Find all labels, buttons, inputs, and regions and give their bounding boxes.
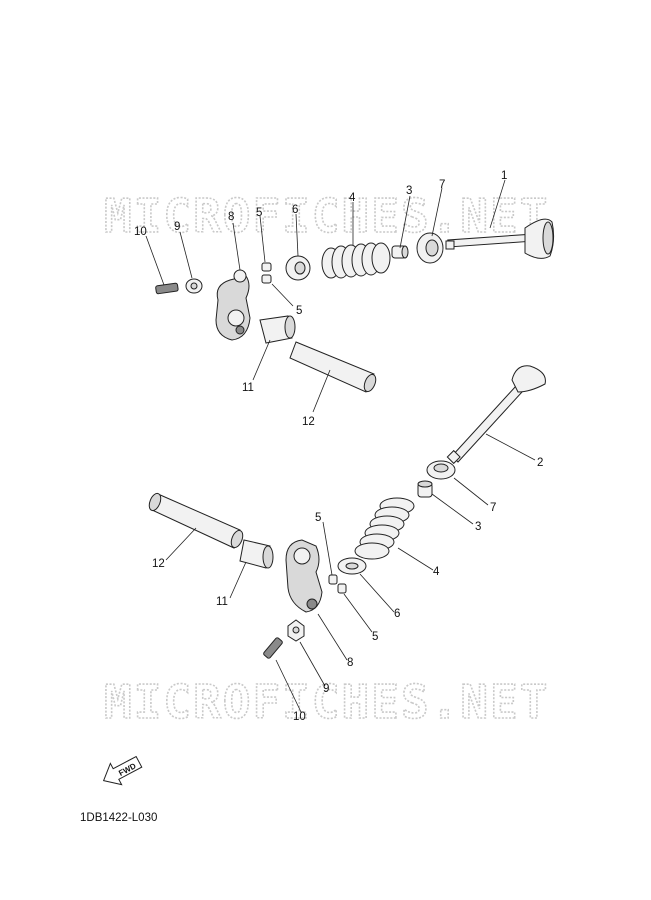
watermark-bottom: MICROFICHES.NET <box>104 675 549 729</box>
callout-top-1: 1 <box>501 170 507 182</box>
callout-bottom-5a: 5 <box>315 512 321 524</box>
stem-seal-bottom <box>417 480 433 498</box>
callout-top-3: 3 <box>406 185 412 197</box>
rocker-shaft-top <box>289 341 377 393</box>
callout-bottom-7: 7 <box>490 502 496 514</box>
callout-top-6: 6 <box>292 204 298 216</box>
callout-bottom-2: 2 <box>537 457 543 469</box>
callout-bottom-12: 12 <box>152 558 165 570</box>
callout-top-5a: 5 <box>256 207 262 219</box>
adjusting-screw-bottom <box>263 637 283 659</box>
callout-bottom-10: 10 <box>293 711 306 723</box>
valve-top <box>445 218 555 259</box>
callout-bottom-11: 11 <box>216 596 228 608</box>
rocker-arm-bottom <box>285 539 323 613</box>
rocker-shaft-bottom <box>148 492 244 549</box>
callout-bottom-5b: 5 <box>372 631 378 643</box>
callout-bottom-9: 9 <box>323 683 329 695</box>
diagram-reference-code: 1DB1422-L030 <box>80 812 158 824</box>
spring-retainer-top <box>416 232 444 264</box>
rocker-arm-top <box>215 269 251 341</box>
valve-spring-top <box>321 242 391 279</box>
rocker-shaft-bushing-bottom <box>239 539 274 569</box>
top-assembly: 1 3 7 4 6 5 5 8 9 10 11 12 <box>134 170 555 428</box>
rocker-shaft-bushing-top <box>259 315 296 344</box>
valve-cotters-top <box>261 262 272 284</box>
callout-bottom-6: 6 <box>394 608 400 620</box>
callout-bottom-8: 8 <box>347 657 353 669</box>
adjusting-screw-top <box>155 282 179 295</box>
callout-top-12: 12 <box>302 416 315 428</box>
spring-seat-bottom <box>337 557 367 575</box>
spring-retainer-bottom <box>426 460 456 480</box>
spring-seat-top <box>285 255 311 281</box>
valve-spring-bottom <box>354 497 415 560</box>
valve-cotters-bottom <box>328 574 347 594</box>
locknut-top <box>185 278 203 294</box>
callout-top-9: 9 <box>174 221 180 233</box>
callout-top-11: 11 <box>242 382 254 394</box>
callout-top-10: 10 <box>134 226 147 238</box>
stem-seal-top <box>391 245 409 259</box>
callout-top-5b: 5 <box>296 305 302 317</box>
callout-top-7: 7 <box>439 179 445 191</box>
locknut-bottom <box>287 619 305 642</box>
callout-top-8: 8 <box>228 211 234 223</box>
callout-bottom-4: 4 <box>433 566 440 578</box>
callout-top-4: 4 <box>349 192 356 204</box>
fwd-arrow-icon: FWD <box>102 755 143 786</box>
watermark-top: MICROFICHES.NET <box>104 189 549 243</box>
valve-bottom <box>446 365 546 465</box>
callout-bottom-3: 3 <box>475 521 481 533</box>
bottom-assembly: 2 7 3 4 6 5 5 8 9 10 11 12 <box>148 365 546 723</box>
